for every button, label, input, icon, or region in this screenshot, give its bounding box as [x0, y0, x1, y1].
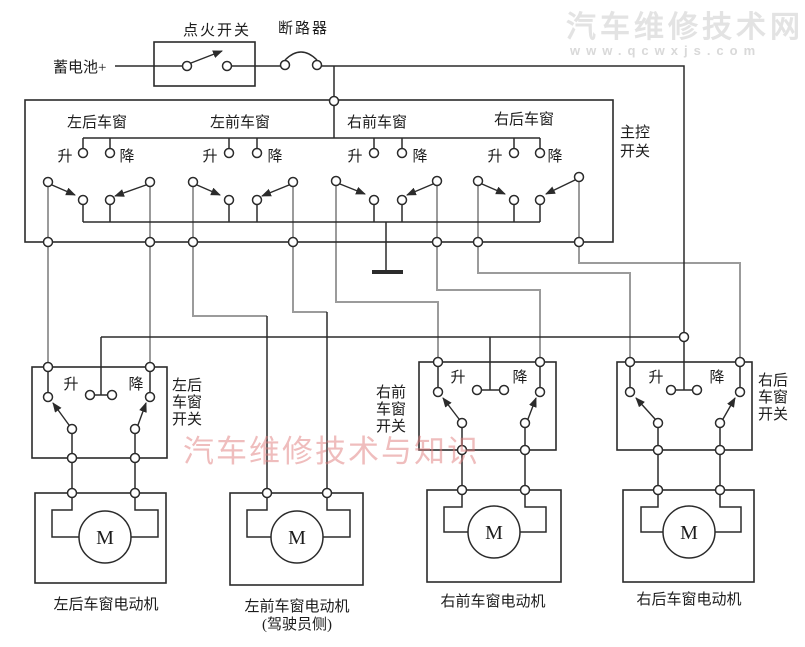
right-rear-switch-box: [616, 361, 753, 451]
motor-m-symbol: M: [485, 522, 503, 544]
up-label: 升: [57, 148, 72, 165]
circuit-breaker-symbol: [284, 51, 318, 61]
down-label: 降: [547, 148, 562, 165]
right-front-motor-circle: [467, 505, 521, 559]
up-label: 升: [648, 369, 663, 386]
watermarks: 汽车维修技术网 www.qcwxjs.com 汽车维修技术与知识: [183, 10, 804, 469]
power-supply-wires: [115, 51, 685, 390]
up-label: 升: [487, 148, 502, 165]
right-front-motor-label: 右前车窗电动机: [440, 592, 545, 610]
right-rear-switch-label-line2: 车窗: [758, 388, 788, 406]
circuit-breaker-label: 断路器: [278, 20, 329, 37]
down-label: 降: [412, 148, 427, 165]
right-rear-switch-label-line3: 开关: [758, 406, 788, 423]
motor-m-symbol: M: [96, 527, 114, 549]
right-rear-switch-label-line1: 右后: [758, 372, 788, 389]
left-rear-switch-label-line3: 开关: [172, 411, 202, 428]
motor-symbols: M M M M: [78, 505, 716, 564]
master-switch-label-line2: 开关: [620, 143, 650, 160]
down-label: 降: [709, 369, 724, 386]
driver-side-note: (驾驶员侧): [262, 616, 332, 633]
up-label: 升: [347, 148, 362, 165]
motor-internal-wires: [51, 490, 742, 538]
motor-m-symbol: M: [288, 527, 306, 549]
site-watermark-url: www.qcwxjs.com: [569, 43, 761, 58]
up-label: 升: [63, 376, 78, 393]
down-label: 降: [512, 369, 527, 386]
right-front-switch-label-line1: 右前: [376, 384, 406, 401]
up-label: 升: [202, 148, 217, 165]
right-front-switch-label-line2: 车窗: [376, 400, 406, 418]
right-front-motor-box: [426, 489, 562, 583]
right-front-switch-box: [418, 361, 557, 451]
right-rear-motor-box: [622, 489, 755, 583]
left-rear-switch-label-line1: 左后: [172, 377, 202, 394]
master-switch-label-line1: 主控: [620, 124, 650, 141]
master-switch-box: [24, 99, 614, 243]
unit-label-right-front: 右前车窗: [347, 113, 407, 131]
site-watermark-text: 汽车维修技术网: [566, 10, 804, 44]
left-rear-motor-circle: [78, 510, 132, 564]
ignition-switch-box: [153, 41, 256, 87]
right-rear-motor-circle: [662, 505, 716, 559]
component-boxes: [24, 41, 755, 586]
labels: 蓄电池+ 点火开关 断路器 左后车窗 左前车窗 右前车窗 右后车窗 升 降 升 …: [53, 20, 788, 633]
left-rear-motor-box: [34, 492, 167, 584]
left-rear-motor-label: 左后车窗电动机: [53, 595, 158, 613]
left-front-motor-box: [229, 492, 364, 586]
left-rear-switch-label-line2: 车窗: [172, 393, 202, 411]
unit-label-left-front: 左前车窗: [210, 113, 270, 131]
ignition-switch-arm: [190, 50, 223, 64]
down-label: 降: [119, 148, 134, 165]
up-label: 升: [450, 369, 465, 386]
motor-m-symbol: M: [680, 522, 698, 544]
master-switch-internal-wires: [82, 137, 541, 274]
center-watermark-text: 汽车维修技术与知识: [183, 434, 480, 469]
down-label: 降: [128, 376, 143, 393]
down-label: 降: [267, 148, 282, 165]
terminal-nodes: [42, 59, 746, 499]
distribution-bus-wires: [100, 312, 684, 493]
left-rear-switch-box: [31, 366, 168, 459]
switch-arm-arrows: [51, 50, 736, 426]
battery-label: 蓄电池+: [53, 59, 106, 76]
right-rear-motor-label: 右后车窗电动机: [636, 590, 741, 608]
unit-label-right-rear: 右后车窗: [494, 110, 554, 128]
ignition-switch-label: 点火开关: [183, 22, 251, 39]
unit-label-left-rear: 左后车窗: [67, 113, 127, 131]
left-front-motor-circle: [270, 510, 324, 564]
right-front-switch-label-line3: 开关: [376, 418, 406, 435]
left-front-motor-label: 左前车窗电动机: [244, 597, 349, 615]
